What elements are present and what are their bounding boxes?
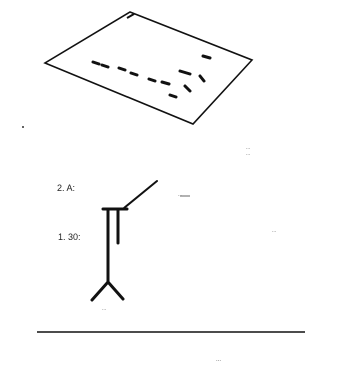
band (147, 77, 157, 83)
band (198, 74, 206, 83)
band (201, 54, 212, 60)
label-branch-1: 1. 30: (58, 232, 81, 242)
plate-corner-mark (126, 13, 135, 19)
gel-bands (91, 54, 212, 99)
branch-diagram (90, 180, 158, 302)
mid-right-note: ... (272, 228, 277, 234)
gel-plate (43, 11, 254, 125)
band (91, 60, 101, 66)
band (178, 69, 192, 76)
branch-upper-diagonal (123, 180, 158, 209)
gel-plate-outline (43, 11, 254, 125)
band (117, 66, 127, 72)
band (160, 80, 171, 86)
band (183, 84, 192, 93)
leg-right (106, 280, 125, 301)
leg-left (90, 280, 110, 302)
caption-line-1: ... (246, 145, 251, 151)
speck (22, 126, 24, 128)
label-branch-2: 2. A: (57, 183, 76, 193)
footer-text: ... (216, 357, 222, 363)
band (168, 93, 178, 99)
root-label: ... (102, 306, 107, 312)
upper-right-note: ... (178, 192, 183, 198)
band (129, 71, 139, 77)
band (100, 63, 110, 69)
caption-line-2: ... (246, 151, 251, 157)
